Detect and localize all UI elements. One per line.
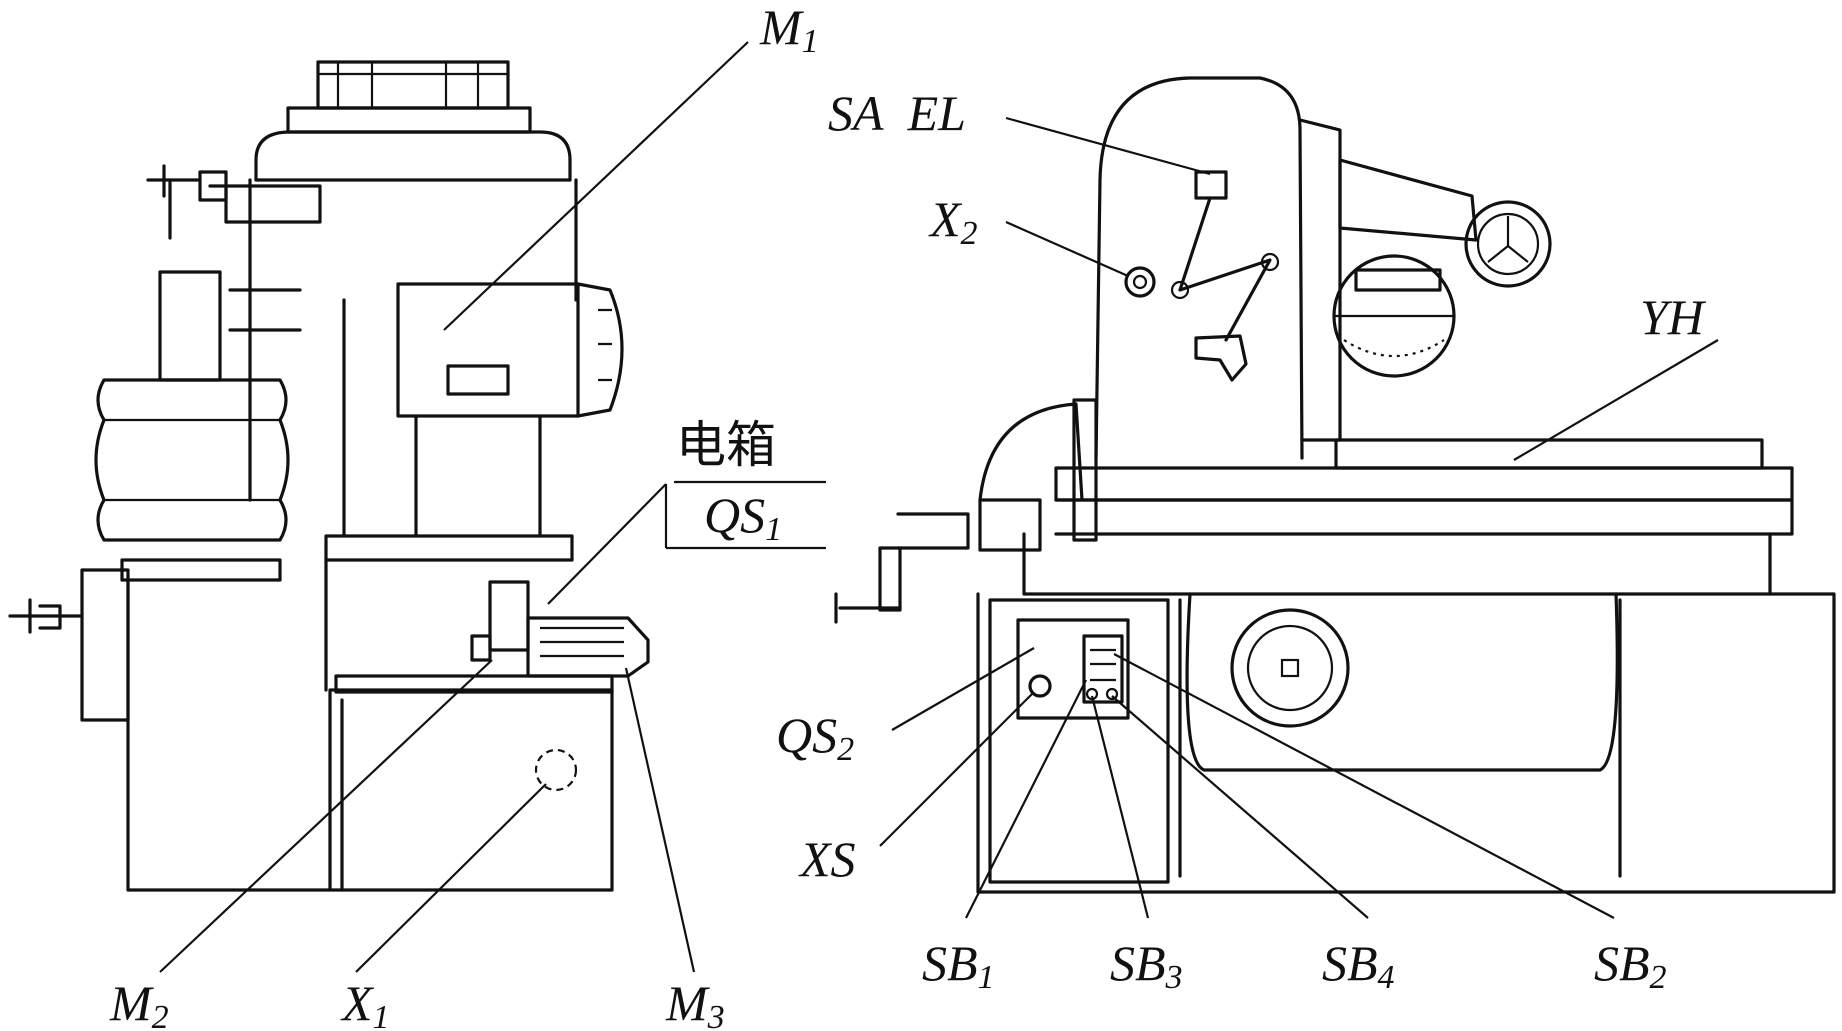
leader-x1 [355,783,547,973]
label-x1: X1 [340,975,390,1031]
label-m3: M3 [665,975,725,1031]
leader-sb2 [1113,653,1615,919]
label-sb4: SB4 [1322,935,1395,996]
leader-xs [879,691,1035,847]
leader-sb1 [965,679,1087,919]
leader-sb4 [1111,695,1369,919]
label-sb2: SB2 [1594,935,1667,996]
leader-lines [159,41,1719,973]
label-xs: XS [798,831,856,887]
label-m2: M2 [109,975,169,1031]
label-x2: X2 [928,191,978,252]
leader-m3 [624,667,696,973]
labels: M1 电箱 QS1 M2 X1 M3 SA EL X2 YH QS2 XS SB… [109,0,1707,1031]
label-elec-box: 电箱 [676,416,776,474]
left-machine-drawing [8,60,650,892]
leader-x2 [1005,220,1129,278]
label-sb1: SB1 [922,935,995,996]
label-sa-el: SA EL [828,85,966,141]
label-m1: M1 [759,0,819,60]
label-yh: YH [1640,289,1707,345]
label-qs2: QS2 [776,707,854,768]
leader-m1 [443,41,749,331]
leader-sb3 [1090,695,1150,919]
leader-yh [1513,339,1719,461]
leader-m2 [159,659,493,973]
leader-sa-el [1005,116,1211,176]
label-sb3: SB3 [1110,935,1183,996]
label-qs1: QS1 [704,487,782,548]
leader-qs2 [891,647,1035,731]
leader-elec-box [547,483,667,605]
right-machine-drawing [834,76,1836,894]
